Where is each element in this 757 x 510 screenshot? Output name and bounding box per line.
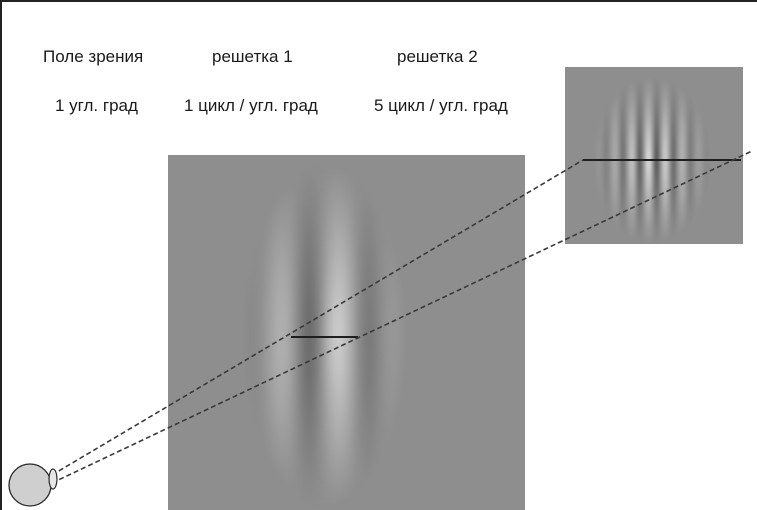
visual-angle-lines xyxy=(51,150,753,484)
grating-1-patch xyxy=(168,155,525,510)
field-of-view-header: Поле зрения xyxy=(43,47,144,66)
grating-2-header: решетка 2 xyxy=(397,47,478,66)
grating-1-header: решетка 1 xyxy=(212,47,293,66)
field-of-view-value: 1 угл. град xyxy=(55,96,138,115)
grating-2-frequency: 5 цикл / угл. град xyxy=(374,96,508,115)
grating-2-patch xyxy=(565,67,743,244)
grating-1-frequency: 1 цикл / угл. град xyxy=(184,96,318,115)
eye-icon xyxy=(8,463,58,507)
